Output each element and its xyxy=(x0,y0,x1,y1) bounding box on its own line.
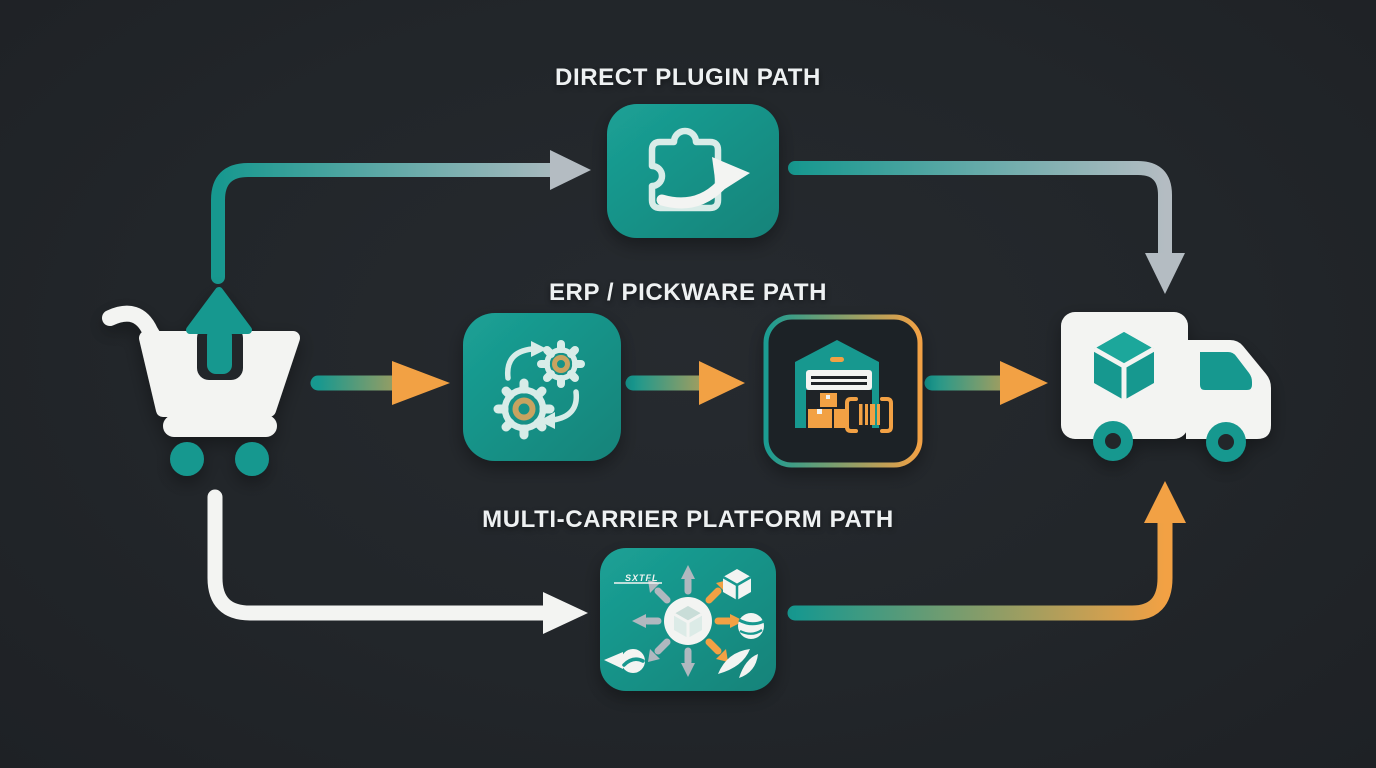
delivery-truck-icon xyxy=(1061,312,1271,462)
carrier-logo-cube-icon xyxy=(722,569,752,600)
erp-node xyxy=(463,313,621,461)
hub-orange-arrows xyxy=(705,587,733,655)
path-title-multi-carrier: MULTI-CARRIER PLATFORM PATH xyxy=(482,506,894,533)
barcode-scan-icon xyxy=(845,397,893,433)
flow-arrow-erp-to-warehouse xyxy=(625,361,745,405)
hub-gray-arrows xyxy=(643,576,692,666)
truck-parcel-cube-icon xyxy=(1092,332,1156,400)
path-title-erp-pickware: ERP / PICKWARE PATH xyxy=(548,279,828,306)
multi-carrier-hub-icon: SXTFL xyxy=(604,565,765,678)
flow-arrow-warehouse-to-truck xyxy=(924,361,1048,405)
flow-arrow-cart-to-erp xyxy=(310,361,450,405)
path-title-direct-plugin: DIRECT PLUGIN PATH xyxy=(555,64,821,91)
svg-text:SXTFL: SXTFL xyxy=(625,573,659,583)
cart-upload-arrow-icon xyxy=(186,287,252,374)
carrier-logo-globe-icon xyxy=(738,613,765,639)
flow-arrow-cart-to-carrier xyxy=(207,489,588,634)
carrier-logo-bird-icon xyxy=(718,649,758,678)
shopping-cart-icon xyxy=(102,287,300,476)
warehouse-scan-icon xyxy=(795,340,893,433)
flow-arrow-carrier-to-truck xyxy=(787,481,1186,621)
plugin-icon xyxy=(648,127,750,212)
erp-sync-gears-icon xyxy=(493,340,585,440)
flow-arrow-plugin-to-truck xyxy=(788,161,1185,294)
carrier-logo-express-text: SXTFL xyxy=(614,573,662,584)
warehouse-node xyxy=(763,314,923,468)
carrier-logo-wing-icon xyxy=(604,649,645,673)
multicarrier-node: SXTFL xyxy=(600,548,776,691)
parcel-boxes-icon xyxy=(808,393,846,428)
flow-arrow-cart-to-plugin xyxy=(211,150,591,284)
plugin-node xyxy=(607,104,779,238)
